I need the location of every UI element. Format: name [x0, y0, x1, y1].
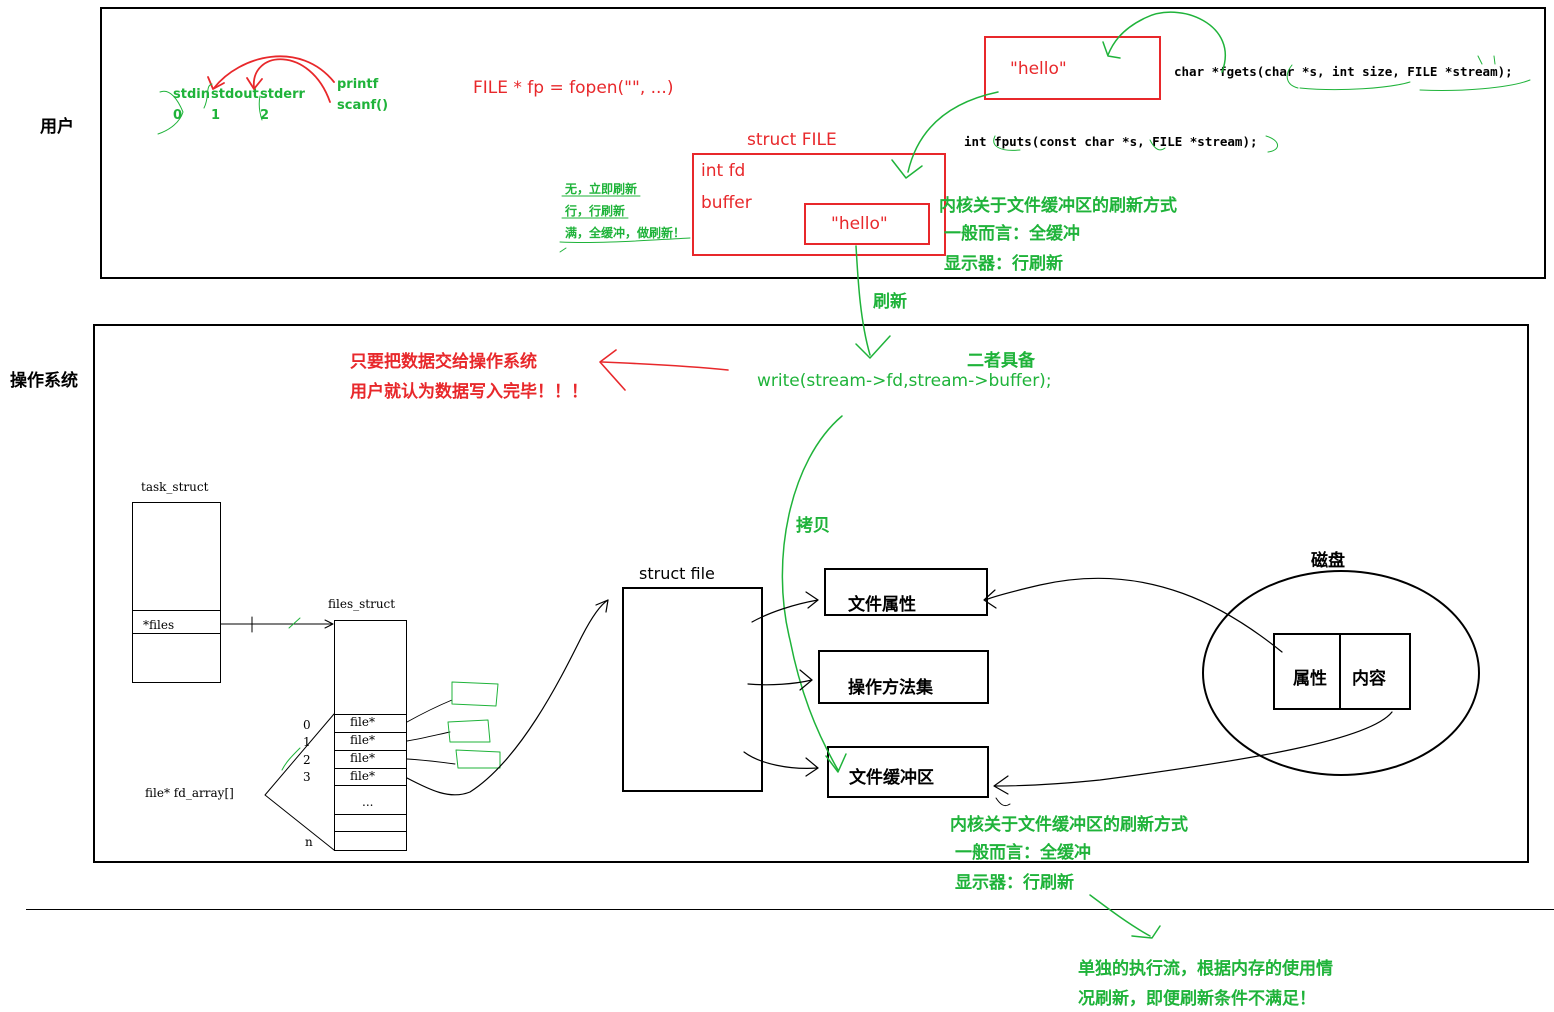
buffer-field: buffer [701, 193, 752, 213]
red-note-line1: 只要把数据交给操作系统 [350, 352, 537, 372]
files-pointer-label: *files [143, 618, 175, 632]
hello-top-text: "hello" [1010, 59, 1067, 79]
kernel-note-title: 内核关于文件缓冲区的刷新方式 [939, 196, 1177, 216]
file-attrs-box [824, 568, 988, 616]
fd-index-n: n [305, 835, 313, 849]
struct-FILE-box [692, 153, 946, 256]
printf-label: printf [337, 77, 379, 92]
stdin-squiggle [157, 90, 184, 135]
files-struct-title: files_struct [328, 597, 396, 611]
to-file-buffer-arrow [743, 751, 819, 769]
hello-top-box [984, 36, 1161, 100]
fd-entry-0: file* [350, 715, 375, 729]
os-layer-frame [93, 324, 1529, 863]
disk-ellipse [1202, 570, 1480, 776]
fd-slot-2 [334, 750, 407, 768]
fd-array-bracket [264, 713, 335, 851]
flush-mode-full: 满，全缓冲，做刷新！ [565, 226, 686, 240]
flush-mode-none: 无，立即刷新 [565, 182, 638, 196]
hello-buffer-text: "hello" [831, 214, 888, 234]
task-struct-files-row [132, 610, 221, 634]
stdin-label: stdin [173, 87, 210, 102]
ops-set-label: 操作方法集 [848, 678, 933, 698]
fd-slot-ellipsis-divider [334, 814, 407, 832]
scanf-to-stdin-arrow [213, 55, 335, 89]
kernel-note-full: 一般而言：全缓冲 [944, 224, 1080, 244]
fd-slot-3 [334, 768, 407, 786]
to-ops-set-arrow [747, 679, 813, 686]
fd-slot-1 [334, 732, 407, 750]
write-to-note-arrow [601, 361, 729, 371]
scanf-label: scanf() [337, 98, 389, 113]
fd1-label: 1 [211, 108, 221, 123]
fd-slot-0 [334, 714, 407, 732]
bottom-note-line2: 况刷新，即便刷新条件不满足！ [1078, 989, 1316, 1009]
fd2-label: 2 [260, 108, 270, 123]
disk-content-box [1339, 633, 1411, 710]
task-struct-box [132, 502, 221, 683]
struct-file-title: struct file [639, 564, 715, 583]
disk-content-label: 内容 [1352, 669, 1386, 689]
fd-ellipsis: ... [362, 795, 374, 809]
disk-attr-label: 属性 [1293, 669, 1327, 689]
kernel-note-bottom-title: 内核关于文件缓冲区的刷新方式 [950, 815, 1188, 835]
struct-file-box [622, 587, 763, 792]
task-struct-title: task_struct [141, 480, 209, 494]
user-layer-frame [100, 7, 1546, 279]
both-ready-label: 二者具备 [967, 351, 1035, 371]
copy-label: 拷贝 [796, 516, 830, 536]
file-attrs-label: 文件属性 [848, 595, 916, 615]
hello-to-struct-FILE-arrow [907, 91, 999, 173]
file-buffer-label: 文件缓冲区 [849, 768, 934, 788]
fputs-signature: int fputs(const char *s, FILE *stream); [964, 134, 1258, 149]
fopen-code: FILE * fp = fopen("", ...) [473, 78, 674, 98]
fd-entry-1: file* [350, 733, 375, 747]
user-layer-label: 用户 [40, 117, 74, 137]
stderr-label: stderr [260, 87, 305, 102]
printf-to-stdout-arrow [253, 58, 331, 103]
file-buffer-box [827, 746, 989, 798]
files-struct-box [334, 620, 407, 851]
bottom-note-line1: 单独的执行流，根据内存的使用情 [1078, 959, 1333, 979]
flush-arrow [855, 245, 871, 356]
fd-index-1: 1 [303, 735, 311, 749]
disk-attr-to-file-attrs-arrow [984, 577, 1283, 653]
disk-label: 磁盘 [1311, 551, 1345, 571]
copy-curve-arrow [781, 415, 843, 771]
divider-line [26, 909, 1554, 910]
to-file-attrs-arrow [751, 599, 819, 623]
fd-index-2: 2 [303, 753, 311, 767]
ops-set-box [818, 650, 989, 704]
os-layer-label: 操作系统 [10, 371, 78, 391]
stdout-label: stdout [211, 87, 259, 102]
fd-index-0: 0 [303, 718, 311, 732]
kernel-note-line: 显示器：行刷新 [944, 254, 1063, 274]
fd-index-3: 3 [303, 770, 311, 784]
struct-FILE-title: struct FILE [747, 130, 837, 150]
fd0-label: 0 [173, 108, 183, 123]
flush-label: 刷新 [873, 292, 907, 312]
fd-entry-3: file* [350, 769, 375, 783]
int-fd-field: int fd [701, 161, 746, 181]
flush-mode-line: 行，行刷新 [565, 204, 626, 218]
disk-content-to-file-buffer-arrow [994, 711, 1393, 787]
kernel-note-bottom-line: 显示器：行刷新 [955, 873, 1074, 893]
write-call: write(stream->fd,stream->buffer); [757, 371, 1052, 391]
fd-array-label: file* fd_array[] [145, 786, 234, 800]
fgets-signature: char *fgets(char *s, int size, FILE *str… [1174, 64, 1513, 79]
fd-entry-2: file* [350, 751, 375, 765]
fd3-to-struct-file-arrow [406, 599, 609, 796]
bottom-note-arrow [1089, 894, 1151, 937]
hello-buffer-box [804, 203, 930, 245]
fgets-to-hello-arrow [1107, 11, 1226, 73]
kernel-note-bottom-full: 一般而言：全缓冲 [955, 843, 1091, 863]
red-note-line2: 用户就认为数据写入完毕！！！ [350, 382, 588, 402]
